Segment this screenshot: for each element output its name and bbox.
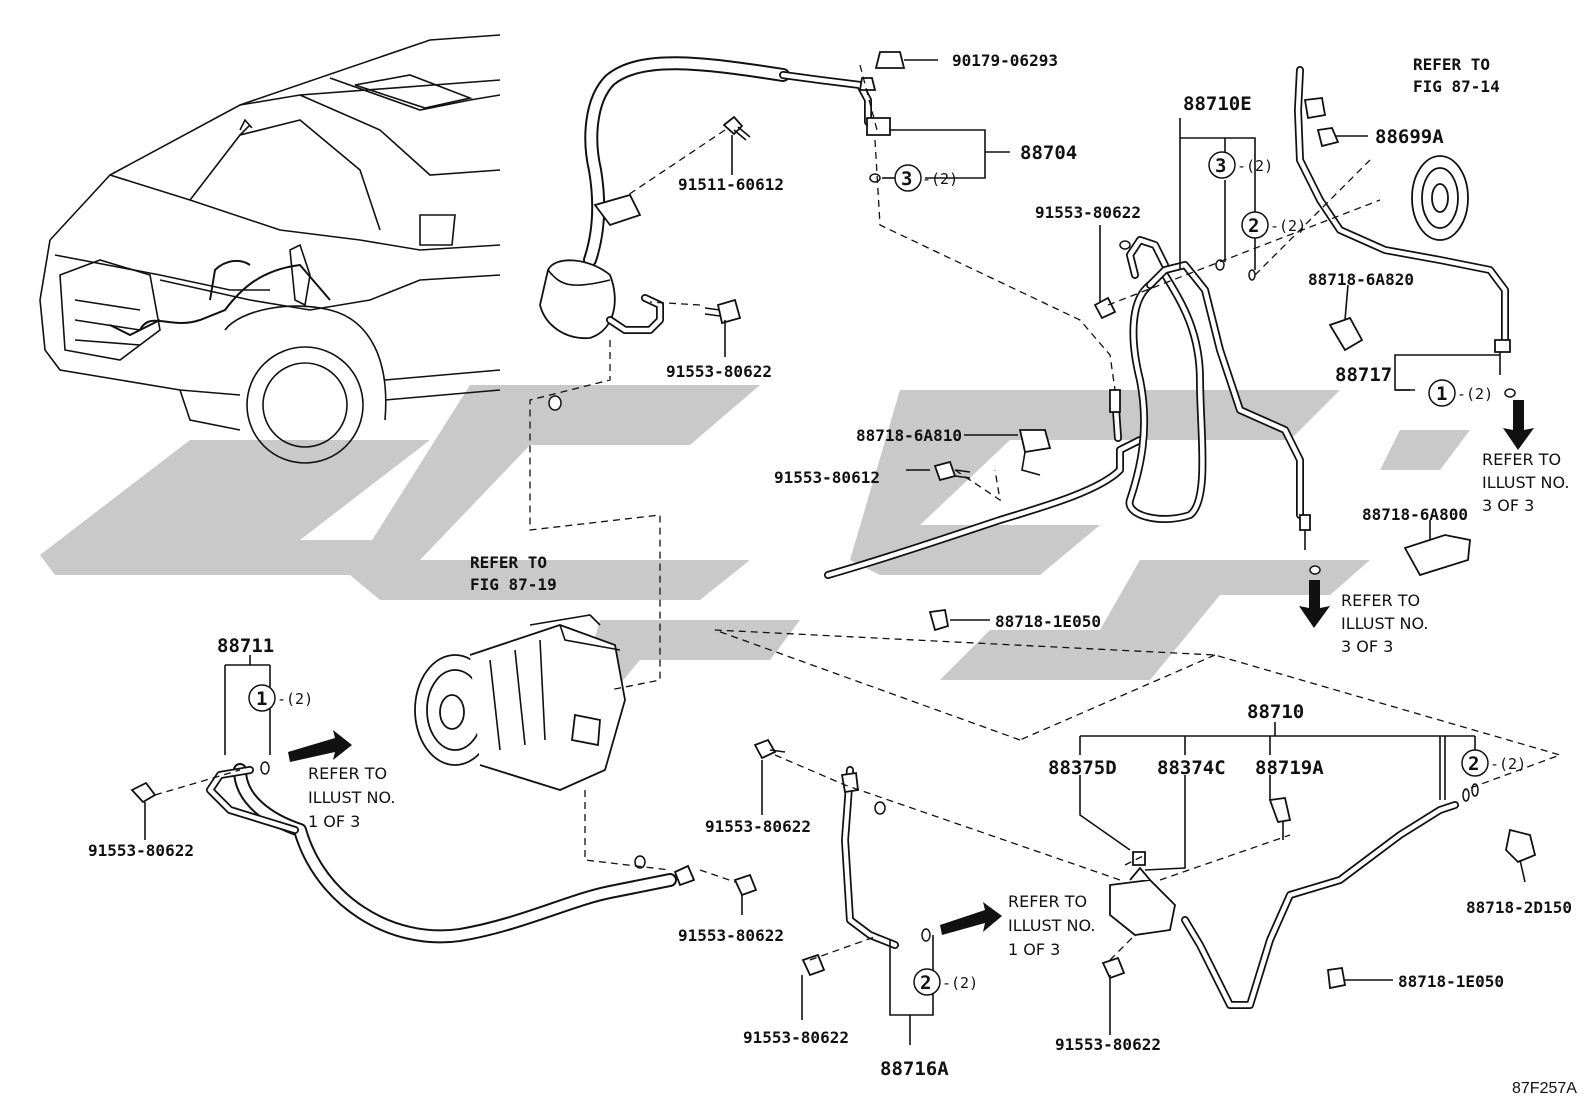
refrigerant-lines	[206, 56, 1509, 1009]
ref-fig-87-14-line1: REFER TO	[1413, 55, 1490, 74]
ref-illust-3b-line1: REFER TO	[1341, 591, 1420, 610]
ref-illust-3-line1: REFER TO	[1482, 450, 1561, 469]
key-circles: 3 -(2) 3 -(2) 2 -(2) 1 -(2) 1 -(2) 2 -(2…	[248, 151, 1526, 996]
callout-88718-1E050: 88718-1E050	[1398, 972, 1504, 991]
reference-arrows	[288, 400, 1534, 935]
qty-label: -(2)	[1490, 755, 1526, 773]
callout-91553-80622: 91553-80622	[88, 841, 194, 860]
ref-illust-3-line2: ILLUST NO.	[1482, 473, 1569, 492]
key-1: 1	[256, 688, 267, 710]
watermark	[40, 385, 1470, 690]
callout-88375D: 88375D	[1048, 757, 1117, 779]
callout-91553-80622: 91553-80622	[743, 1028, 849, 1047]
callout-88718-6A800: 88718-6A800	[1362, 505, 1468, 524]
callout-88704: 88704	[1020, 142, 1077, 164]
ref-fig-87-19-line1: REFER TO	[470, 553, 547, 572]
callout-91553-80622: 91553-80622	[705, 817, 811, 836]
callout-88717: 88717	[1335, 364, 1392, 386]
callout-88718-2D150: 88718-2D150	[1466, 898, 1572, 917]
small-parts	[130, 51, 1537, 990]
callout-91553-80622: 91553-80622	[1055, 1035, 1161, 1054]
callout-91553-80622: 91553-80622	[678, 926, 784, 945]
compressor-illustration	[414, 614, 626, 791]
callout-88710: 88710	[1247, 701, 1304, 723]
key-2: 2	[1468, 753, 1479, 775]
o-rings	[260, 173, 1516, 942]
callout-88716A: 88716A	[880, 1058, 949, 1080]
ref-illust-3-line3: 3 OF 3	[1482, 496, 1534, 515]
callout-91511-60612: 91511-60612	[678, 175, 784, 194]
callout-88711: 88711	[217, 635, 274, 657]
vehicle-illustration	[39, 34, 501, 464]
callout-90179-06293: 90179-06293	[952, 51, 1058, 70]
ref-illust-1-line2: ILLUST NO.	[308, 788, 395, 807]
key-1: 1	[1436, 383, 1447, 405]
ref-fig-87-14-line2: FIG 87-14	[1413, 77, 1500, 96]
ref-illust-3b-line2: ILLUST NO.	[1341, 614, 1428, 633]
callout-91553-80622: 91553-80622	[1035, 203, 1141, 222]
ref-fig-87-19-line2: FIG 87-19	[470, 575, 557, 594]
callout-88699A: 88699A	[1375, 126, 1444, 148]
reference-notes: REFER TO FIG 87-14 REFER TO FIG 87-19 RE…	[308, 55, 1569, 959]
qty-label: -(2)	[1457, 385, 1493, 403]
ref-illust-1-line3: 1 OF 3	[308, 812, 360, 831]
callout-88718-6A820: 88718-6A820	[1308, 270, 1414, 289]
assembly-dashes	[154, 64, 1563, 961]
figure-code: 87F257A	[1512, 1080, 1577, 1097]
callout-91553-80622: 91553-80622	[666, 362, 772, 381]
callout-88719A: 88719A	[1255, 757, 1324, 779]
qty-label: -(2)	[1270, 217, 1306, 235]
leader-lines	[144, 59, 1526, 1045]
ref-illust-1b-line1: REFER TO	[1008, 892, 1087, 911]
ref-illust-1-line1: REFER TO	[308, 764, 387, 783]
ref-illust-3b-line3: 3 OF 3	[1341, 637, 1393, 656]
ref-illust-1b-line3: 1 OF 3	[1008, 940, 1060, 959]
arrow-right-icon	[288, 730, 352, 762]
callout-88718-1E050: 88718-1E050	[995, 612, 1101, 631]
qty-label: -(2)	[922, 170, 958, 188]
callout-88718-6A810: 88718-6A810	[856, 426, 962, 445]
ref-illust-1b-line2: ILLUST NO.	[1008, 916, 1095, 935]
arrow-down-icon	[1299, 580, 1330, 628]
key-2: 2	[1248, 215, 1259, 237]
arrow-right-icon	[940, 902, 1002, 935]
part-callouts: 90179-06293 88704 91511-60612 91553-8062…	[88, 51, 1572, 1080]
key-3: 3	[1215, 155, 1226, 177]
qty-label: -(2)	[277, 690, 313, 708]
arrow-down-icon	[1503, 400, 1534, 450]
callout-88710E: 88710E	[1183, 93, 1252, 115]
qty-label: -(2)	[1237, 157, 1273, 175]
key-2: 2	[920, 972, 931, 994]
callout-88374C: 88374C	[1157, 757, 1226, 779]
key-3: 3	[901, 168, 912, 190]
qty-label: -(2)	[942, 974, 978, 992]
callout-91553-80612: 91553-80612	[774, 468, 880, 487]
